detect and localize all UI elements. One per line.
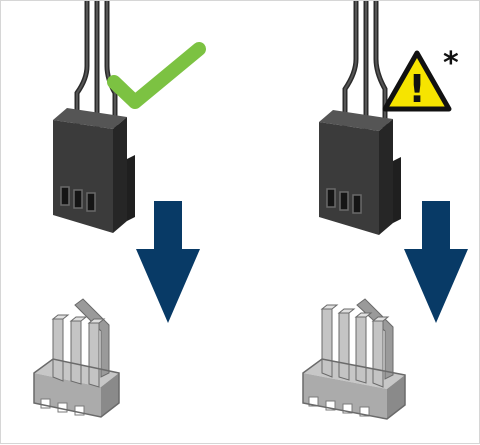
footnote-asterisk: *	[443, 46, 459, 81]
warning-icon: ! *	[382, 46, 459, 112]
left-panel	[33, 1, 206, 418]
left-down-arrow-icon	[136, 201, 200, 323]
right-down-arrow-icon	[404, 201, 468, 323]
right-panel: ! *	[302, 1, 468, 420]
right-cable-wires	[342, 1, 388, 132]
checkmark-icon	[107, 42, 206, 109]
right-pin-header	[302, 298, 406, 420]
left-fan-connector	[53, 108, 135, 233]
left-pin-header	[33, 298, 120, 418]
right-fan-connector	[319, 110, 401, 235]
warning-glyph: !	[408, 67, 425, 111]
left-cable-wires	[74, 1, 118, 129]
